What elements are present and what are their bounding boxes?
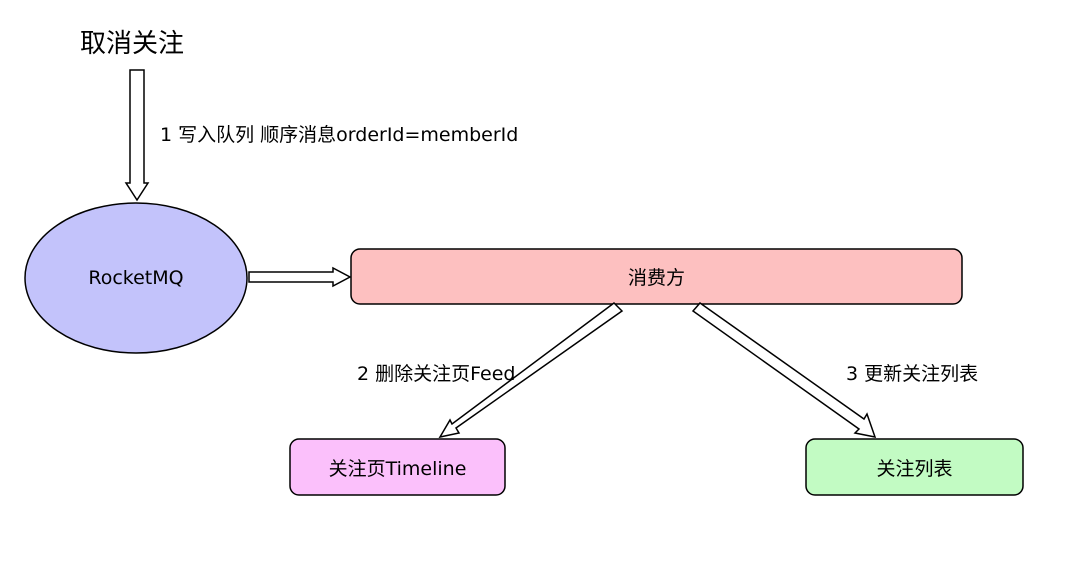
timeline-label: 关注页Timeline (328, 457, 467, 480)
page-title: 取消关注 (80, 29, 185, 59)
arrow-consumer-to-timeline (438, 302, 624, 439)
timeline-node (289, 438, 506, 496)
edge-label-update-list: 3 更新关注列表 (846, 363, 979, 385)
follow-list-label: 关注列表 (876, 457, 953, 480)
edge-label-delete-feed: 2 删除关注页Feed (357, 363, 516, 385)
rocketmq-node (24, 202, 248, 354)
consumer-node (350, 248, 963, 305)
arrow-title-to-rocketmq (124, 69, 150, 202)
follow-list-node (805, 438, 1024, 496)
arrow-consumer-to-follow-list (691, 301, 877, 438)
edge-label-write-queue: 1 写入队列 顺序消息orderId=memberId (160, 124, 519, 146)
rocketmq-label: RocketMQ (88, 267, 184, 289)
consumer-label: 消费方 (627, 267, 685, 289)
arrow-rocketmq-to-consumer (248, 266, 352, 288)
